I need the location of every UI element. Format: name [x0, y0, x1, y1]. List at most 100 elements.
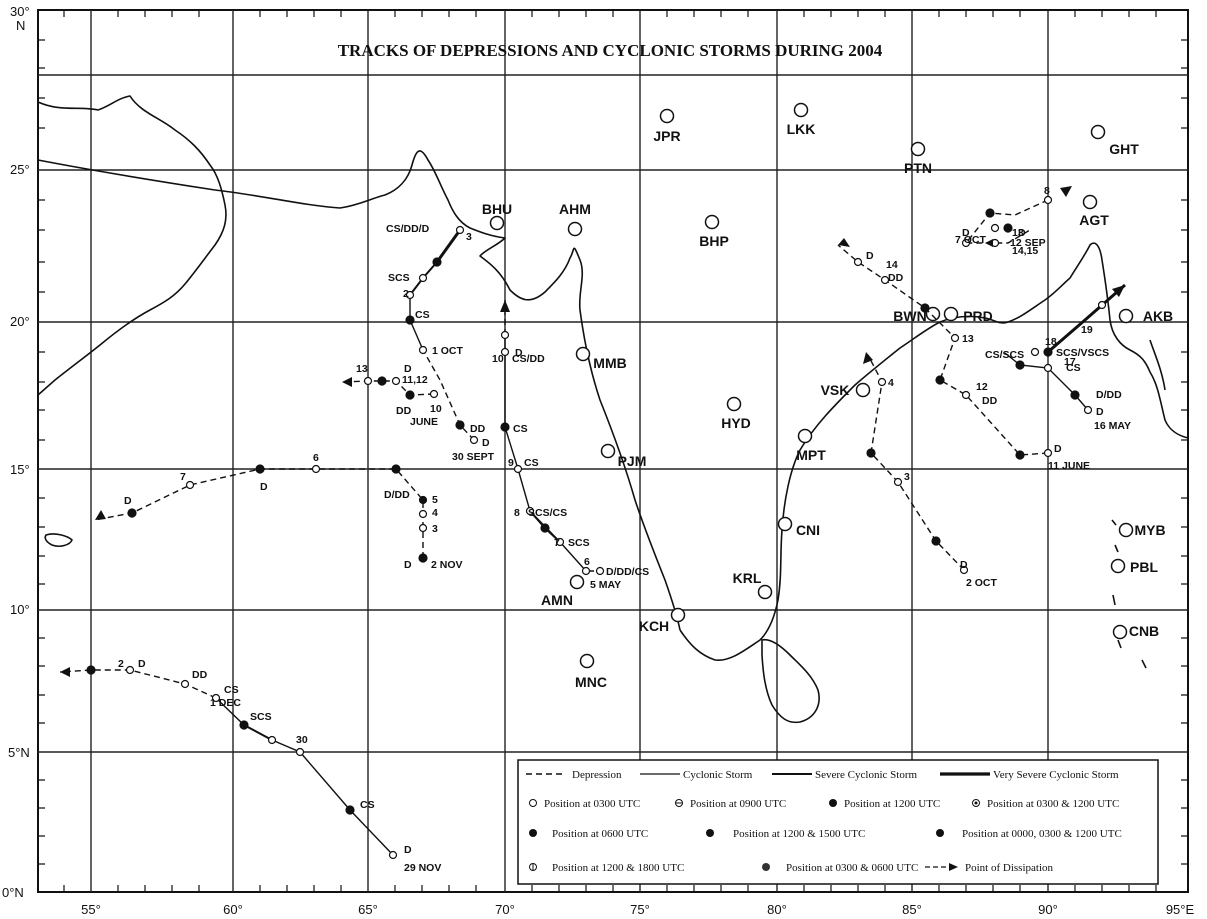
lat-label: 15° [10, 462, 30, 477]
track-label: 11 JUNE [1048, 460, 1090, 472]
legend-line-cyclonic: Cyclonic Storm [683, 769, 753, 781]
station-label: MNC [575, 674, 607, 690]
pakistan-coast [37, 150, 681, 631]
station-label: GHT [1109, 141, 1139, 157]
lon-label: 60° [223, 902, 243, 917]
track-label: 3 [904, 471, 910, 483]
track-depression [867, 354, 965, 571]
map-title: TRACKS OF DEPRESSIONS AND CYCLONIC STORM… [338, 41, 883, 60]
station-label: AHM [559, 201, 591, 217]
station-label: MMB [593, 355, 626, 371]
station-label: BHP [699, 233, 729, 249]
track-label: D/DD [384, 489, 410, 501]
track-label: 12 SEP [1010, 237, 1046, 249]
station-label: HYD [721, 415, 751, 431]
track-label: SCS/VSCS [1056, 347, 1109, 359]
track-label: JUNE [410, 416, 438, 428]
station-label: BWN [893, 308, 926, 324]
track-label: CS [524, 457, 539, 469]
track-label: DD [982, 395, 998, 407]
station-marker [1082, 194, 1098, 210]
track-label: 6 [584, 556, 590, 568]
station-label: BHU [482, 201, 512, 217]
track-label: 8 [514, 507, 520, 519]
station-marker [793, 102, 809, 118]
station-label: PTN [904, 160, 932, 176]
track-label: D [962, 227, 970, 239]
india-east-coast [679, 242, 1189, 661]
legend-symbol: Position at 1200 UTC [844, 798, 940, 810]
legend-symbol: Position at 1200 & 1500 UTC [733, 828, 865, 840]
track-label: CS [513, 423, 528, 435]
track-label: D [515, 347, 523, 359]
lon-label: 85° [902, 902, 922, 917]
legend-box [517, 759, 1159, 885]
track-label: 12 [976, 381, 988, 393]
lon-label: 65° [358, 902, 378, 917]
track-label: D [404, 559, 412, 571]
track-label: CS/DD/D [386, 223, 430, 235]
track-label: D [1018, 227, 1026, 239]
legend-symbol: Position at 0900 UTC [690, 798, 786, 810]
track-label: 10 [492, 353, 504, 365]
dissipation-arrows [60, 186, 1125, 677]
station-label: MYB [1134, 522, 1165, 538]
legend-symbol: Position at 0300 UTC [544, 798, 640, 810]
station-marker [704, 214, 720, 230]
track-label: 17 [1064, 356, 1076, 368]
station-label: LKK [787, 121, 816, 137]
station-marker [575, 346, 591, 362]
station-marker [797, 428, 813, 444]
track-label: SCS/CS [528, 507, 567, 519]
lat-label: 20° [10, 314, 30, 329]
lon-label: 95°E [1166, 902, 1195, 917]
track-label: D [1054, 443, 1062, 455]
lon-label: 55° [81, 902, 101, 917]
lat-unit-label: N [16, 18, 25, 33]
coastlines [37, 95, 1189, 724]
legend-symbol: Position at 0600 UTC [552, 828, 648, 840]
station-marker [1090, 124, 1106, 140]
track-label: 13 [356, 363, 368, 375]
track-label: 2 NOV [431, 559, 463, 571]
track-label: 14,15 [1012, 245, 1038, 257]
track-label: 7 [180, 471, 186, 483]
track-vsevere [1047, 283, 1126, 354]
track-label: DD [192, 669, 208, 681]
legend-symbol: Position at 0300 & 0600 UTC [786, 862, 918, 874]
track-label: 30 [296, 734, 308, 746]
station-label: VSK [821, 382, 850, 398]
track-label: CS [415, 309, 430, 321]
track-label: SCS [568, 537, 590, 549]
graticule [38, 10, 1188, 892]
station-marker [489, 215, 505, 231]
track-label: 11,12 [402, 374, 428, 386]
track-label: 1 OCT [432, 345, 464, 357]
track-label: 16 MAY [1094, 420, 1131, 432]
station-label: KRL [733, 570, 762, 586]
socotra [44, 533, 73, 547]
lat-label: 10° [10, 602, 30, 617]
station-label: CNI [796, 522, 820, 538]
track-label: DD [888, 272, 904, 284]
station-marker [777, 516, 793, 532]
station-marker [579, 653, 595, 669]
legend-symbol: Position at 1200 & 1800 UTC [552, 862, 684, 874]
track-label: DD [396, 405, 412, 417]
lon-label: 70° [495, 902, 515, 917]
track-label: 3 [432, 523, 438, 535]
lon-tick-labels: 55° 60° 65° 70° 75° 80° 85° 90° 95°E [81, 902, 1194, 917]
station-label: MPT [796, 447, 826, 463]
station-marker [567, 221, 583, 237]
track-label: 6 [313, 452, 319, 464]
track-label: DD [470, 423, 486, 435]
station-marker [855, 382, 871, 398]
station-label: AGT [1079, 212, 1109, 228]
track-label: 9 [508, 457, 514, 469]
track-depression [964, 199, 1049, 244]
track-label: 4 [432, 507, 438, 519]
station-label: AKB [1143, 308, 1173, 324]
track-label: D [124, 495, 132, 507]
track-label: 5 MAY [590, 579, 621, 591]
